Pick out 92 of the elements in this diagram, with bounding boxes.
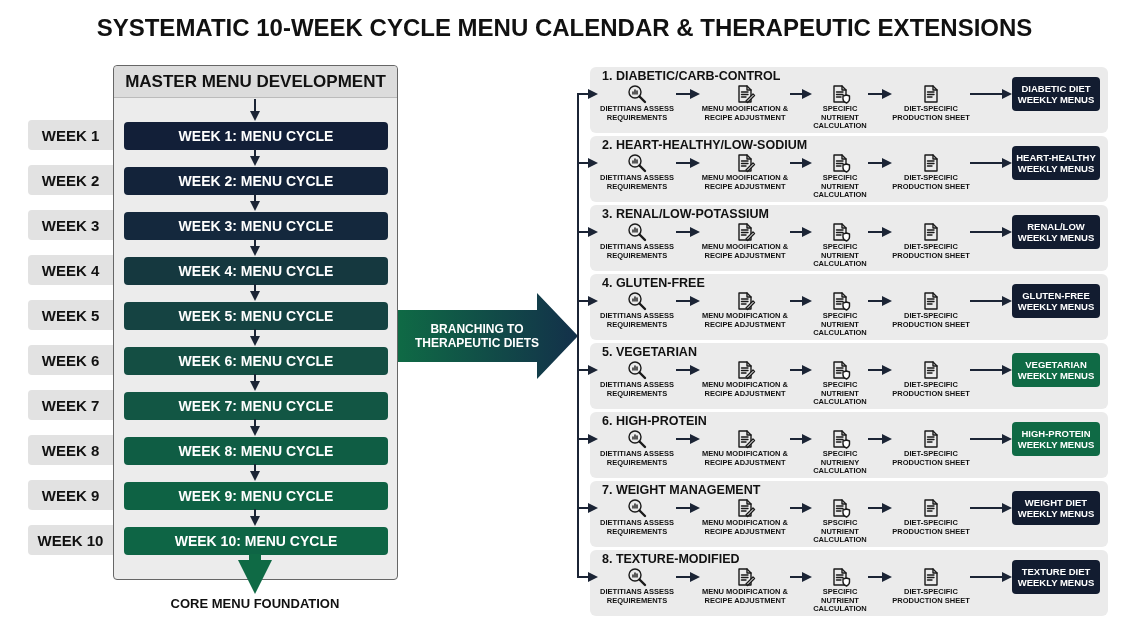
arrow <box>867 158 892 168</box>
arrow-label: BRANCHING TO THERAPEUTIC DIETS <box>414 321 540 352</box>
diet-row-panel <box>590 412 1108 478</box>
output-label: CORE MENU FOUNDATION <box>135 594 375 612</box>
result-box: VEGETARIAN WEEKLY MENUS <box>1012 353 1100 387</box>
arrow <box>969 572 1012 582</box>
week-tab: WEEK 7 <box>28 390 113 420</box>
arrow <box>238 554 272 594</box>
arrow <box>675 89 700 99</box>
arrow <box>675 227 700 237</box>
result-box: TEXTURE DIET WEEKLY MENUS <box>1012 560 1100 594</box>
arrow <box>969 227 1012 237</box>
arrow <box>969 503 1012 513</box>
arrow <box>250 283 260 301</box>
result-box: DIABETIC DIET WEEKLY MENUS <box>1012 77 1100 111</box>
arrow <box>789 434 812 444</box>
arrow <box>250 238 260 256</box>
arrow <box>789 227 812 237</box>
arrow <box>867 296 892 306</box>
week-tab: WEEK 8 <box>28 435 113 465</box>
process-box: WEEK 9: MENU CYCLE <box>124 482 388 510</box>
process-box: WEEK 1: MENU CYCLE <box>124 122 388 150</box>
process-box: WEEK 10: MENU CYCLE <box>124 527 388 555</box>
arrow <box>969 89 1012 99</box>
row-heading: 3. RENAL/LOW-POTASSIUM <box>602 207 769 221</box>
panel-header: MASTER MENU DEVELOPMENT <box>114 66 397 98</box>
result-box: GLUTEN-FREE WEEKLY MENUS <box>1012 284 1100 318</box>
diet-row-panel <box>590 481 1108 547</box>
arrow <box>250 418 260 436</box>
row-heading: 1. DIABETIC/CARB-CONTROL <box>602 69 781 83</box>
row-heading: 2. HEART-HEALTHY/LOW-SODIUM <box>602 138 808 152</box>
arrow <box>675 158 700 168</box>
row-heading: 4. GLUTEN-FREE <box>602 276 705 290</box>
arrow <box>969 365 1012 375</box>
arrow <box>675 434 700 444</box>
group-panel <box>113 65 398 580</box>
arrow <box>867 89 892 99</box>
arrow <box>675 572 700 582</box>
process-box: WEEK 4: MENU CYCLE <box>124 257 388 285</box>
arrow <box>867 365 892 375</box>
arrow <box>675 365 700 375</box>
row-heading: 8. TEXTURE-MODIFIED <box>602 552 740 566</box>
result-box: HEART-HEALTHY WEEKLY MENUS <box>1012 146 1100 180</box>
arrow <box>250 98 260 121</box>
arrow <box>867 503 892 513</box>
week-tab: WEEK 4 <box>28 255 113 285</box>
arrow <box>867 572 892 582</box>
arrow <box>789 365 812 375</box>
arrow <box>675 503 700 513</box>
process-box: WEEK 3: MENU CYCLE <box>124 212 388 240</box>
row-heading: 7. WEIGHT MANAGEMENT <box>602 483 761 497</box>
process-box: WEEK 6: MENU CYCLE <box>124 347 388 375</box>
diagram-title: SYSTEMATIC 10-WEEK CYCLE MENU CALENDAR & THERAPEUTIC EXTENSIONS <box>95 13 1034 43</box>
week-tab: WEEK 9 <box>28 480 113 510</box>
row-heading: 5. VEGETARIAN <box>602 345 697 359</box>
arrow <box>969 296 1012 306</box>
result-box: RENAL/LOW WEEKLY MENUS <box>1012 215 1100 249</box>
result-box: HIGH-PROTEIN WEEKLY MENUS <box>1012 422 1100 456</box>
arrow <box>250 463 260 481</box>
row-heading: 6. HIGH-PROTEIN <box>602 414 707 428</box>
week-tab: WEEK 10 <box>28 525 113 555</box>
arrow <box>867 434 892 444</box>
arrow <box>250 508 260 526</box>
diet-row-panel <box>590 274 1108 340</box>
arrow <box>789 89 812 99</box>
process-box: WEEK 8: MENU CYCLE <box>124 437 388 465</box>
result-box: WEIGHT DIET WEEKLY MENUS <box>1012 491 1100 525</box>
week-tab: WEEK 6 <box>28 345 113 375</box>
week-tab: WEEK 1 <box>28 120 113 150</box>
process-box: WEEK 7: MENU CYCLE <box>124 392 388 420</box>
arrow <box>675 296 700 306</box>
arrow <box>789 572 812 582</box>
arrow <box>969 158 1012 168</box>
arrow <box>789 158 812 168</box>
diet-row-panel <box>590 205 1108 271</box>
arrow <box>789 296 812 306</box>
diet-row-panel <box>590 67 1108 133</box>
arrow <box>250 193 260 211</box>
arrow <box>250 373 260 391</box>
process-box: WEEK 2: MENU CYCLE <box>124 167 388 195</box>
arrow <box>969 434 1012 444</box>
week-tab: WEEK 2 <box>28 165 113 195</box>
process-box: WEEK 5: MENU CYCLE <box>124 302 388 330</box>
arrow <box>250 328 260 346</box>
diet-row-panel <box>590 550 1108 616</box>
week-tab: WEEK 3 <box>28 210 113 240</box>
week-tab: WEEK 5 <box>28 300 113 330</box>
diet-row-panel <box>590 136 1108 202</box>
diet-row-panel <box>590 343 1108 409</box>
arrow <box>250 148 260 166</box>
arrow <box>867 227 892 237</box>
arrow <box>789 503 812 513</box>
